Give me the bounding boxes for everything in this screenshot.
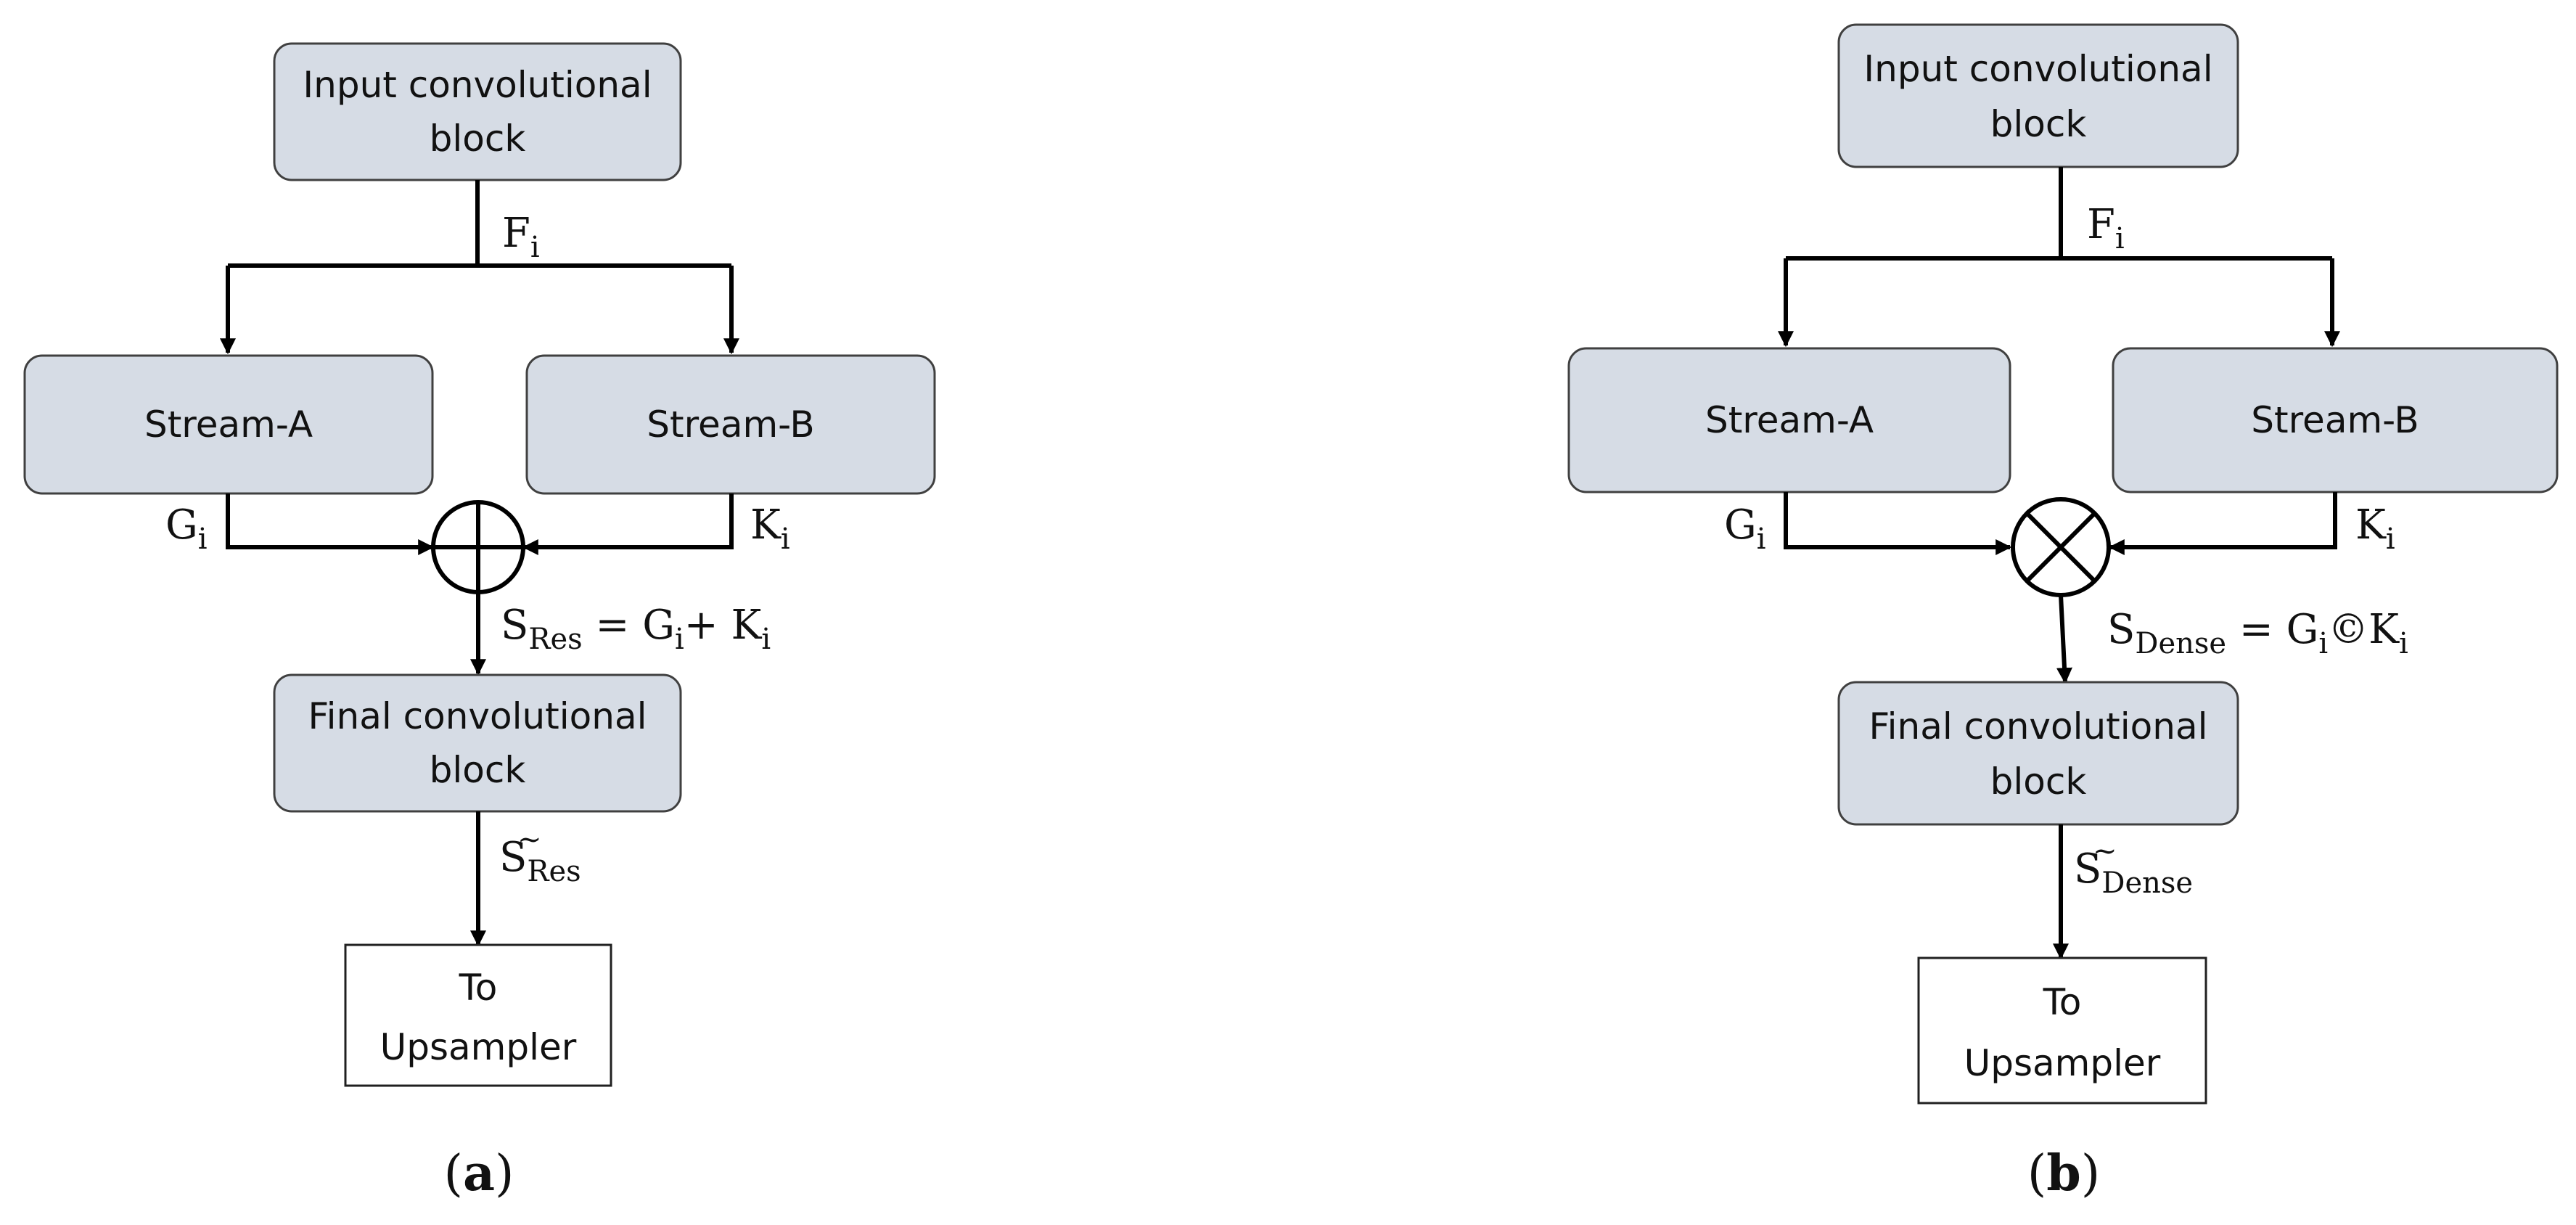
- input-block-line1: Input convolutional: [1863, 48, 2212, 90]
- ki-wire: [522, 493, 734, 555]
- to-upsampler-box: To Upsampler: [344, 943, 612, 1087]
- input-conv-block: Input convolutional block: [1837, 23, 2239, 168]
- label-fi: Fi: [2087, 201, 2125, 255]
- panel-b: Input convolutional block Fi Stream-A St…: [1567, 23, 2559, 1203]
- output-label: SDense: [2074, 845, 2193, 900]
- to-upsampler-box: To Upsampler: [1917, 956, 2207, 1105]
- label-gi: Gi: [165, 501, 208, 556]
- input-block-line2: block: [430, 118, 526, 160]
- output-tilde: ~: [517, 823, 542, 856]
- stream-a-block: Stream-A: [23, 354, 434, 495]
- final-conv-block: Final convolutional block: [273, 673, 682, 813]
- arrow-to-final-block: [2056, 594, 2072, 684]
- upsampler-line1: To: [2043, 981, 2082, 1023]
- caption-b: (b): [2027, 1144, 2101, 1203]
- caption-a: (a): [443, 1144, 514, 1203]
- fusion-equation: SRes = Gi+ Ki: [501, 602, 771, 656]
- final-block-line1: Final convolutional: [308, 695, 647, 737]
- label-fi: Fi: [502, 210, 540, 264]
- input-conv-block: Input convolutional block: [273, 42, 682, 181]
- stream-a-block: Stream-A: [1567, 347, 2011, 493]
- final-block-line2: block: [430, 749, 526, 791]
- stream-b-block: Stream-B: [2112, 347, 2559, 493]
- input-block-line2: block: [1990, 103, 2087, 145]
- fusion-equation: SDense = Gi©Ki: [2107, 606, 2408, 660]
- final-block-line2: block: [1990, 761, 2087, 803]
- stream-b-label: Stream-B: [2251, 399, 2419, 441]
- input-block-line1: Input convolutional: [303, 64, 652, 106]
- upsampler-line2: Upsampler: [1964, 1042, 2161, 1084]
- final-block-line1: Final convolutional: [1869, 705, 2208, 747]
- circle-plus-icon: [431, 500, 525, 594]
- label-gi: Gi: [1724, 501, 1766, 556]
- stream-b-label: Stream-B: [647, 403, 814, 446]
- upsampler-line2: Upsampler: [380, 1026, 577, 1068]
- stream-b-block: Stream-B: [525, 354, 936, 495]
- stream-a-label: Stream-A: [144, 403, 313, 446]
- ki-wire: [2108, 492, 2337, 555]
- gi-wire: [1784, 492, 2012, 555]
- stream-a-label: Stream-A: [1705, 399, 1874, 441]
- output-tilde: ~: [2093, 835, 2117, 868]
- label-ki: Ki: [2355, 501, 2395, 556]
- circle-times-icon: [2011, 497, 2111, 597]
- gi-wire: [226, 493, 435, 555]
- label-ki: Ki: [750, 501, 790, 556]
- upsampler-line1: To: [459, 967, 498, 1009]
- output-label: SRes: [499, 834, 581, 888]
- panel-a: Input convolutional block Fi Stream-A St…: [23, 42, 936, 1203]
- final-conv-block: Final convolutional block: [1837, 681, 2239, 826]
